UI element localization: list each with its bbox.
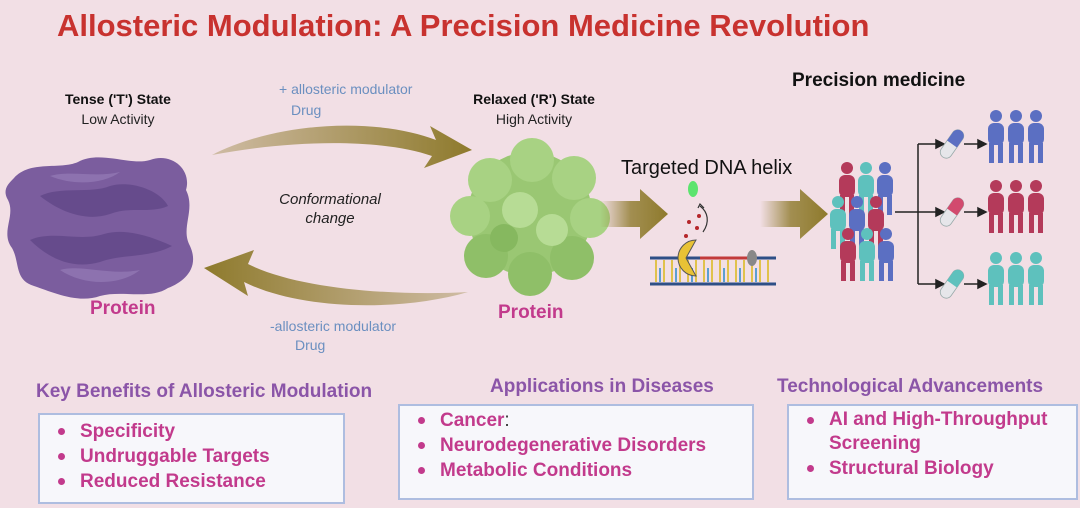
applications-section-title: Applications in Diseases (490, 376, 714, 397)
person-icon (858, 162, 874, 215)
applications-box: Cancer: Neurodegenerative Disorders Meta… (398, 404, 754, 500)
blue-group (988, 110, 1044, 163)
forward-modulator-label: + allosteric modulator (279, 81, 413, 97)
backward-drug-label: Drug (295, 337, 326, 353)
tense-protein-label: Protein (90, 298, 156, 319)
page-title: Allosteric Modulation: A Precision Medic… (57, 8, 870, 43)
forward-drug-label: Drug (291, 102, 322, 118)
benefits-section-title: Key Benefits of Allosteric Modulation (36, 381, 373, 402)
teal-group (988, 252, 1044, 305)
benefit-item: Reduced Resistance (58, 469, 343, 494)
person-icon (1028, 110, 1044, 163)
tense-protein-shape (5, 157, 194, 299)
branch-connector (895, 138, 988, 290)
person-icon (840, 228, 856, 281)
arrow-to-dna (600, 189, 668, 239)
dna-helix-label: Targeted DNA helix (621, 157, 793, 179)
person-icon (839, 162, 855, 215)
pill-icon-blue (939, 129, 965, 159)
pill-icon-teal (939, 269, 965, 299)
relaxed-state-title: Relaxed ('R') State (473, 91, 595, 107)
person-icon (859, 228, 875, 281)
red-group (988, 180, 1044, 233)
person-icon (1028, 252, 1044, 305)
technology-item: Structural Biology (807, 456, 1076, 481)
conformational-change-label: Conformational change (279, 191, 381, 227)
pill-icon-red (939, 197, 965, 227)
dna-helix-graphic (650, 181, 776, 286)
relaxed-protein-label: Protein (498, 302, 564, 323)
forward-curved-arrow (212, 125, 472, 168)
application-item: Neurodegenerative Disorders (418, 433, 752, 458)
technology-box: AI and High-Throughput Screening Structu… (787, 404, 1078, 500)
person-icon (988, 110, 1004, 163)
precision-medicine-title: Precision medicine (792, 70, 966, 91)
person-icon (868, 196, 884, 249)
person-icon (1028, 180, 1044, 233)
mixed-population-group (830, 162, 894, 281)
person-icon (1008, 110, 1024, 163)
application-item: Metabolic Conditions (418, 458, 752, 483)
person-icon (988, 252, 1004, 305)
person-icon (988, 180, 1004, 233)
person-icon (830, 196, 846, 249)
person-icon (1008, 180, 1024, 233)
technology-item: AI and High-Throughput Screening (807, 408, 1076, 456)
person-icon (878, 228, 894, 281)
person-icon (849, 196, 865, 249)
relaxed-protein-shape (450, 138, 610, 296)
benefit-item: Undruggable Targets (58, 444, 343, 469)
person-icon (1008, 252, 1024, 305)
technology-section-title: Technological Advancements (777, 376, 1044, 397)
backward-modulator-label: -allosteric modulator (270, 318, 397, 334)
arrow-to-population (760, 189, 828, 239)
tense-state-title: Tense ('T') State (65, 91, 171, 107)
backward-curved-arrow (204, 250, 468, 306)
person-icon (877, 162, 893, 215)
benefit-item: Specificity (58, 419, 343, 444)
tense-state-subtitle: Low Activity (81, 111, 155, 127)
benefits-box: Specificity Undruggable Targets Reduced … (38, 413, 345, 504)
application-item: Cancer: (418, 408, 752, 433)
relaxed-state-subtitle: High Activity (495, 111, 573, 127)
